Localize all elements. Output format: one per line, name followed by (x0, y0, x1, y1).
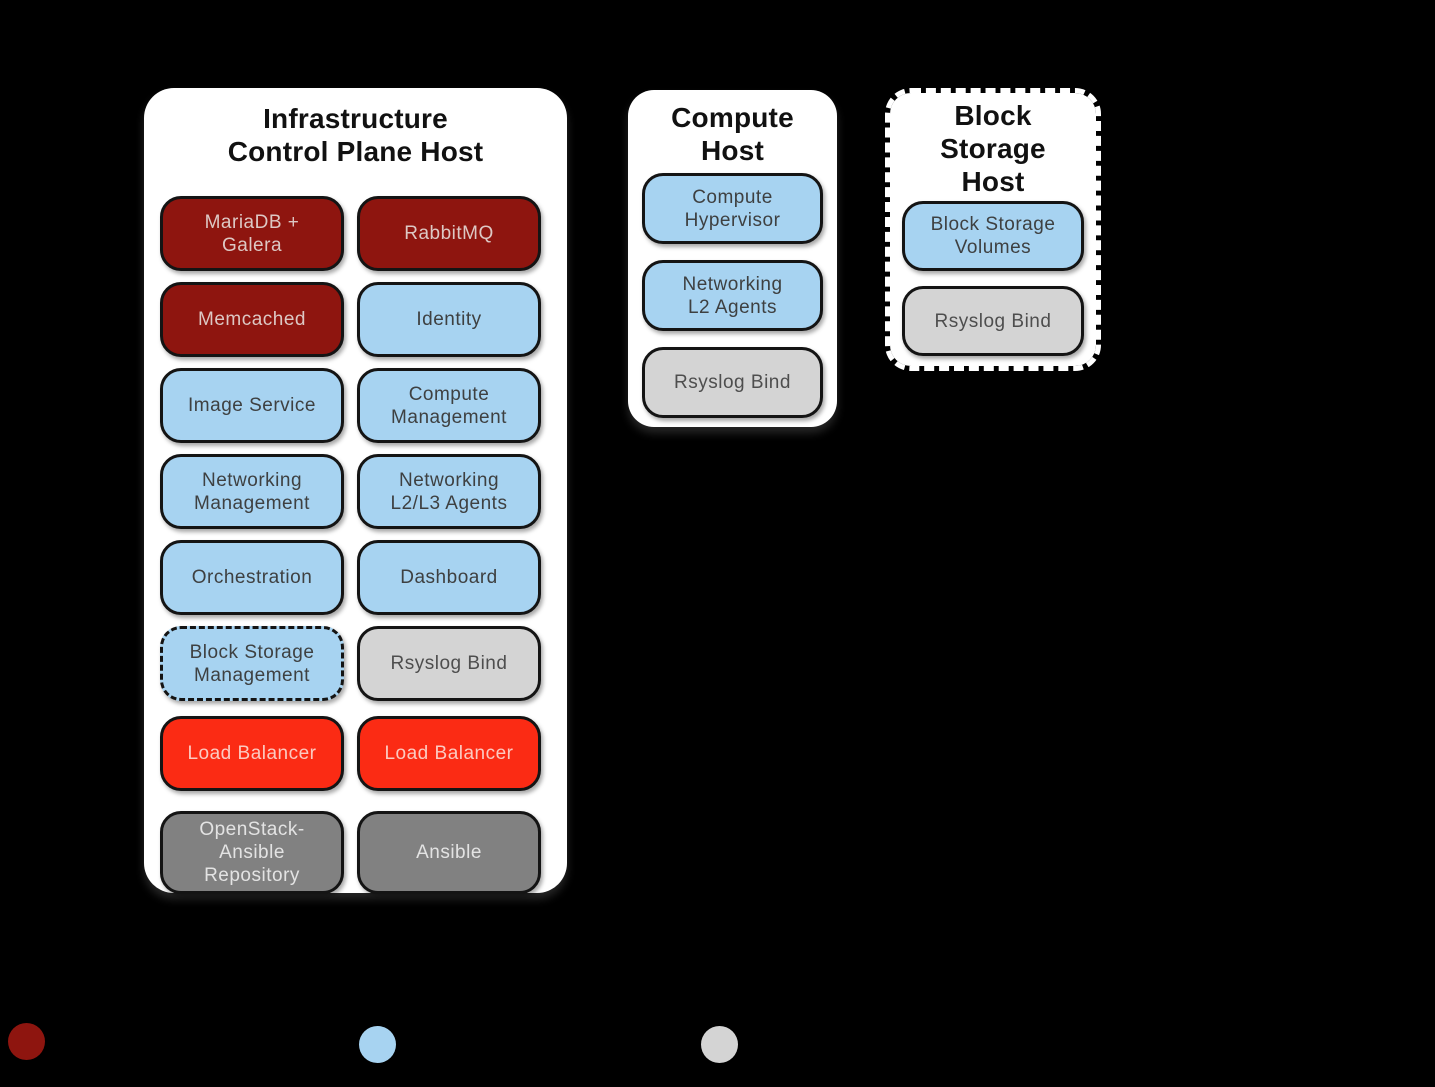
panel-title-line: Infrastructure (263, 103, 448, 134)
box-block-storage-volumes: Block Storage Volumes (902, 201, 1084, 271)
panel-title-line: Host (961, 166, 1025, 197)
box-row: MariaDB + Galera RabbitMQ (160, 196, 541, 271)
box-row: Orchestration Dashboard (160, 540, 541, 615)
box-row: Memcached Identity (160, 282, 541, 357)
box-memcached: Memcached (160, 282, 344, 357)
box-orchestration: Orchestration (160, 540, 344, 615)
box-rsyslog-bind-block-storage: Rsyslog Bind (902, 286, 1084, 356)
box-row: Load Balancer Load Balancer (160, 716, 541, 791)
box-networking-l2-agents: Networking L2 Agents (642, 260, 823, 331)
box-dashboard: Dashboard (357, 540, 541, 615)
legend-dot-shared-services (8, 1023, 45, 1060)
box-load-balancer-1: Load Balancer (160, 716, 344, 791)
panel-title-line: Block (954, 100, 1032, 131)
panel-title-line: Control Plane Host (227, 136, 484, 167)
box-load-balancer-2: Load Balancer (357, 716, 541, 791)
panel-block-storage-host: Block Storage Host Block Storage Volumes… (885, 88, 1101, 371)
service-box-column: Block Storage Volumes Rsyslog Bind (902, 201, 1084, 356)
box-identity: Identity (357, 282, 541, 357)
box-compute-hypervisor: Compute Hypervisor (642, 173, 823, 244)
panel-title-line: Host (700, 135, 765, 166)
box-rsyslog-bind: Rsyslog Bind (357, 626, 541, 701)
box-row: OpenStack- Ansible Repository Ansible (160, 811, 541, 894)
panel-title-infrastructure-control-plane-host: Infrastructure Control Plane Host (144, 88, 567, 168)
box-row: Image Service Compute Management (160, 368, 541, 443)
panel-title-block-storage-host: Block Storage Host (890, 93, 1096, 198)
service-box-column: Compute Hypervisor Networking L2 Agents … (642, 173, 823, 418)
service-box-grid: MariaDB + Galera RabbitMQ Memcached Iden… (160, 196, 541, 894)
panel-title-compute-host: Compute Host (628, 90, 837, 167)
box-image-service: Image Service (160, 368, 344, 443)
box-rsyslog-bind-compute: Rsyslog Bind (642, 347, 823, 418)
panel-infrastructure-control-plane-host: Infrastructure Control Plane Host MariaD… (144, 88, 567, 894)
panel-title-line: Compute (671, 102, 794, 133)
box-openstack-ansible-repository: OpenStack- Ansible Repository (160, 811, 344, 894)
box-row: Block Storage Management Rsyslog Bind (160, 626, 541, 701)
box-rabbitmq: RabbitMQ (357, 196, 541, 271)
box-networking-l2-l3-agents: Networking L2/L3 Agents (357, 454, 541, 529)
box-compute-management: Compute Management (357, 368, 541, 443)
box-row: Networking Management Networking L2/L3 A… (160, 454, 541, 529)
box-networking-management: Networking Management (160, 454, 344, 529)
box-block-storage-management: Block Storage Management (160, 626, 344, 701)
panel-title-line: Storage (940, 133, 1046, 164)
legend-dot-supporting-services (701, 1026, 738, 1063)
box-ansible: Ansible (357, 811, 541, 894)
box-mariadb-galera: MariaDB + Galera (160, 196, 344, 271)
panel-compute-host: Compute Host Compute Hypervisor Networki… (628, 90, 837, 427)
legend-dot-openstack-services (359, 1026, 396, 1063)
